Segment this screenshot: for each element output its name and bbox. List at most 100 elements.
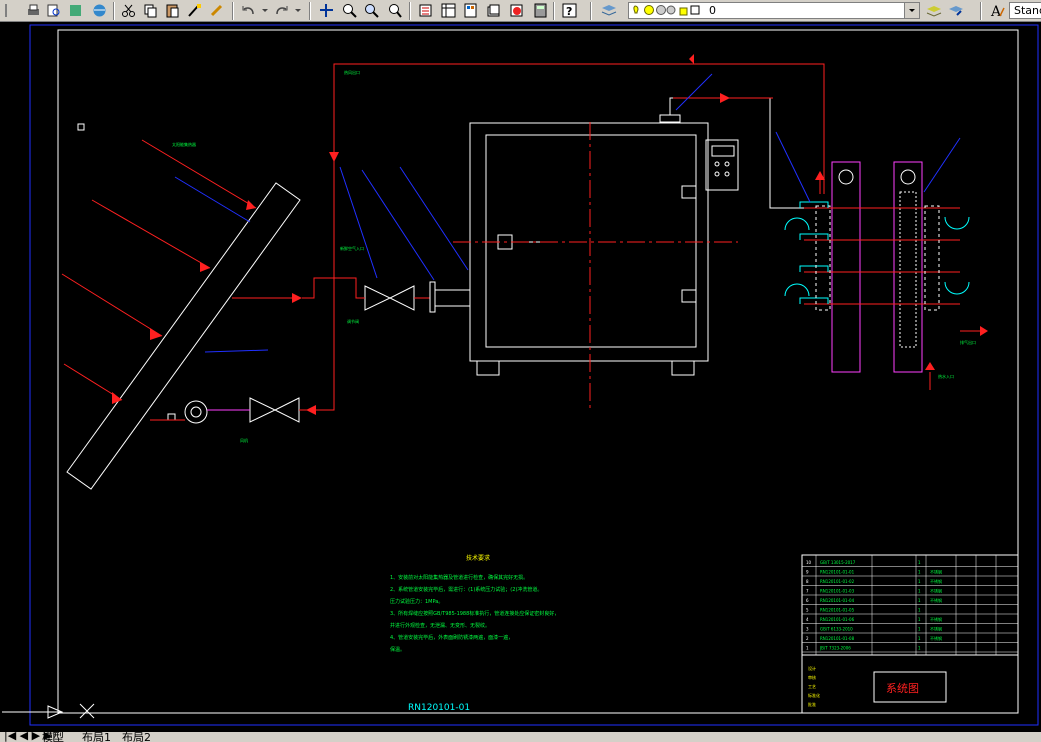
- layer-state-icons: [633, 5, 700, 16]
- notes-title: 技术要求: [466, 554, 490, 562]
- pan-icon[interactable]: [318, 2, 335, 19]
- separator: [553, 2, 555, 20]
- parts-cell-code: GB/T 6133-2010: [820, 627, 853, 632]
- parts-cell-qty: 1: [918, 560, 921, 565]
- layer-name: 0: [709, 4, 716, 17]
- separator: [232, 2, 234, 20]
- separator: [980, 2, 982, 20]
- print-icon[interactable]: [25, 2, 42, 19]
- tab-layout2[interactable]: 布局2: [122, 732, 151, 742]
- undo-dropdown-icon[interactable]: [258, 2, 275, 19]
- parts-cell-qty: 1: [918, 570, 921, 575]
- hot-air-outlet-label: 热风出口: [344, 69, 360, 75]
- text-style-icon[interactable]: A: [989, 2, 1006, 19]
- properties-icon[interactable]: [417, 2, 434, 19]
- parts-cell-code: RN120101-01-01: [820, 570, 855, 575]
- note-line: 压力试验压力：1MPa。: [390, 598, 443, 605]
- point-marker: [77, 123, 85, 131]
- note-line: 4、管道安装完毕后，外表面刷防锈漆两遍，面漆一遍，: [390, 634, 513, 641]
- zoom-window-icon[interactable]: [363, 2, 380, 19]
- match-properties-icon[interactable]: [186, 2, 203, 19]
- parts-cell-qty: 1: [918, 627, 921, 632]
- design-center-icon[interactable]: [440, 2, 457, 19]
- parts-cell-material: 不锈钢: [930, 578, 942, 584]
- svg-text:A: A: [990, 4, 1002, 19]
- parts-cell-material: 不锈钢: [930, 616, 942, 622]
- help-icon[interactable]: ?: [561, 2, 578, 19]
- zoom-realtime-icon[interactable]: [341, 2, 358, 19]
- parts-cell-material: 不锈钢: [930, 588, 942, 594]
- calculator-icon[interactable]: [532, 2, 549, 19]
- parts-cell-code: RN120101-01-03: [820, 589, 855, 594]
- block-editor-icon[interactable]: [208, 2, 225, 19]
- make-object-layer-current-icon[interactable]: [925, 2, 942, 19]
- note-line: 3、所有焊缝应按照GB/T985-1988标准执行，管道连接处应保证密封良好，: [390, 610, 559, 617]
- drawing-frame: [57, 29, 1019, 714]
- collector-label: 太阳能集热器: [172, 141, 196, 147]
- title-block-row-label: 工艺: [808, 684, 816, 689]
- title-block: 系统图: [801, 554, 1019, 714]
- layer-dropdown[interactable]: 0: [628, 2, 920, 19]
- technical-notes: 技术要求 1、安装前对太阳能集热器及管道进行检查，确保其完好无损。 2、系统管道…: [390, 554, 559, 653]
- parts-cell-code: RN120101-01-04: [820, 598, 855, 603]
- title-block-name: 系统图: [886, 682, 919, 695]
- separator: [409, 2, 411, 20]
- parts-cell-code: RN120101-01-08: [820, 636, 855, 641]
- grip-icon[interactable]: [2, 2, 19, 19]
- note-line: 1、安装前对太阳能集热器及管道进行检查，确保其完好无损。: [390, 574, 528, 581]
- drawing-number: RN120101-01: [408, 703, 470, 713]
- lower-valve: 热风出口: [207, 63, 825, 423]
- markup-set-icon[interactable]: [508, 2, 525, 19]
- 3d-dwf-icon[interactable]: [91, 2, 108, 19]
- parts-cell-qty: 1: [918, 598, 921, 603]
- separator: [309, 2, 311, 20]
- separator: [590, 2, 592, 20]
- undo-icon[interactable]: [240, 2, 257, 19]
- layout-tabs: |◀ ◀ ▶ ▶| 模型 布局1 布局2: [0, 732, 1041, 742]
- redo-icon[interactable]: [273, 2, 290, 19]
- valve-label: 调节阀: [347, 318, 359, 324]
- parts-cell-material: 不锈钢: [930, 635, 942, 641]
- parts-cell-material: 不锈钢: [930, 626, 942, 632]
- paste-icon[interactable]: [164, 2, 181, 19]
- layer-previous-icon[interactable]: [947, 2, 964, 19]
- zoom-previous-icon[interactable]: [386, 2, 403, 19]
- fan-label: 风机: [240, 437, 248, 443]
- title-block-row-label: 设计: [808, 665, 816, 671]
- parts-cell-no: 2: [806, 636, 809, 641]
- svg-text:?: ?: [566, 5, 572, 18]
- upper-valve: 新鲜空气入口 调节阀: [232, 166, 470, 324]
- parts-cell-no: 10: [806, 560, 812, 565]
- ucs-icon: [2, 703, 95, 719]
- drawing-canvas[interactable]: 太阳能集热器 风机 热风出口 新鲜空气入口 调节阀: [0, 22, 1041, 732]
- chevron-down-icon[interactable]: [904, 3, 919, 18]
- title-block-row-label: 批准: [808, 701, 816, 707]
- parts-cell-code: RN120101-01-05: [820, 608, 855, 613]
- tab-nav-arrows[interactable]: |◀ ◀ ▶ ▶|: [4, 732, 56, 742]
- drying-chamber: [453, 54, 822, 412]
- text-style-dropdown[interactable]: Standard: [1009, 2, 1041, 19]
- plot-preview-icon[interactable]: [45, 2, 62, 19]
- parts-cell-no: 6: [806, 598, 809, 603]
- inlet-label: 热水入口: [938, 373, 954, 379]
- tab-layout1[interactable]: 布局1: [82, 732, 111, 742]
- air-inlet-label: 新鲜空气入口: [340, 245, 364, 251]
- parts-cell-no: 5: [806, 608, 809, 613]
- parts-cell-qty: 1: [918, 608, 921, 613]
- parts-cell-code: RN120101-01-02: [820, 579, 855, 584]
- tab-model[interactable]: 模型: [42, 732, 64, 742]
- viewport-border: [29, 24, 1039, 726]
- sheet-set-icon[interactable]: [485, 2, 502, 19]
- copy-icon[interactable]: [142, 2, 159, 19]
- publish-icon[interactable]: [67, 2, 84, 19]
- parts-cell-material: 不锈钢: [930, 569, 942, 575]
- note-line: 2、系统管道安装完毕后，需进行：(1)系统压力试验；(2)冲洗管道。: [390, 586, 542, 593]
- redo-dropdown-icon[interactable]: [291, 2, 308, 19]
- parts-cell-qty: 1: [918, 636, 921, 641]
- cut-icon[interactable]: [120, 2, 137, 19]
- standard-toolbar: ? 0 A Standard: [0, 0, 1041, 22]
- parts-cell-no: 1: [806, 646, 809, 651]
- layer-manager-icon[interactable]: [600, 2, 617, 19]
- tool-palettes-icon[interactable]: [462, 2, 479, 19]
